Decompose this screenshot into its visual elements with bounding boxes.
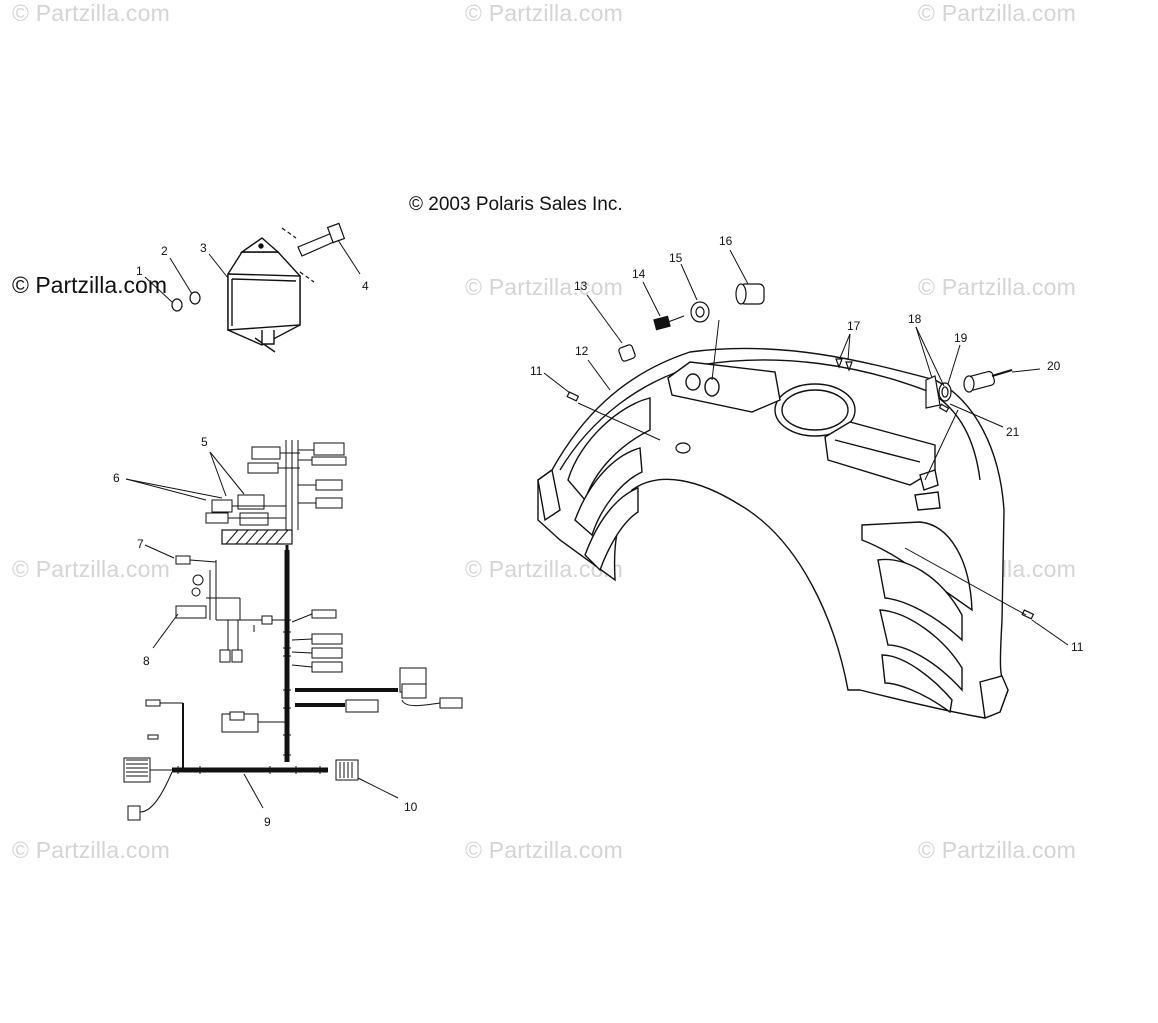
washer — [171, 291, 201, 312]
nut — [690, 301, 710, 323]
callout-1: 1 — [136, 264, 143, 278]
callout-3: 3 — [200, 241, 207, 255]
callout-2: 2 — [161, 244, 168, 258]
callout-15: 15 — [669, 251, 683, 265]
bolt — [281, 222, 346, 283]
partzilla-watermark: © Partzilla.com — [12, 272, 167, 298]
watermark: © Partzilla.com — [918, 274, 1076, 300]
callout-20: 20 — [1047, 359, 1061, 373]
callout-14: 14 — [632, 267, 646, 281]
callout-5: 5 — [201, 435, 208, 449]
knob — [963, 369, 1013, 393]
hood-console — [537, 347, 1009, 719]
washer — [938, 382, 952, 402]
watermark: © Partzilla.com — [12, 837, 170, 863]
watermark: © Partzilla.com — [918, 837, 1076, 863]
ignition-key — [653, 315, 685, 331]
watermark: © Partzilla.com — [465, 274, 623, 300]
callout-16: 16 — [719, 234, 733, 248]
callout-11: 11 — [530, 364, 543, 378]
callout-9: 9 — [264, 815, 271, 829]
callout-12: 12 — [575, 344, 589, 358]
plug — [618, 344, 691, 454]
callout-18: 18 — [908, 312, 922, 326]
cap — [735, 283, 765, 305]
callout-labels: 1 2 3 4 5 6 7 8 9 10 11 11 12 13 14 15 1… — [113, 234, 1084, 829]
wiring-harness — [123, 440, 463, 821]
clip — [835, 358, 853, 372]
callout-11: 11 — [1071, 640, 1084, 654]
callout-10: 10 — [404, 800, 418, 814]
watermark: © Partzilla.com — [918, 0, 1076, 26]
callout-21: 21 — [1006, 425, 1020, 439]
cdi-module — [227, 237, 301, 353]
watermark: © Partzilla.com — [12, 0, 170, 26]
watermark: © Partzilla.com — [465, 837, 623, 863]
copyright-notice: © 2003 Polaris Sales Inc. — [409, 194, 623, 215]
callout-6: 6 — [113, 471, 120, 485]
watermark: © Partzilla.com — [12, 556, 170, 582]
screw — [566, 391, 1035, 620]
watermark: © Partzilla.com — [465, 0, 623, 26]
callout-8: 8 — [143, 654, 150, 668]
callout-13: 13 — [574, 279, 588, 293]
leader-lines — [125, 239, 1069, 809]
callout-7: 7 — [137, 537, 144, 551]
callout-17: 17 — [847, 319, 861, 333]
callout-19: 19 — [954, 331, 968, 345]
callout-4: 4 — [362, 279, 369, 293]
